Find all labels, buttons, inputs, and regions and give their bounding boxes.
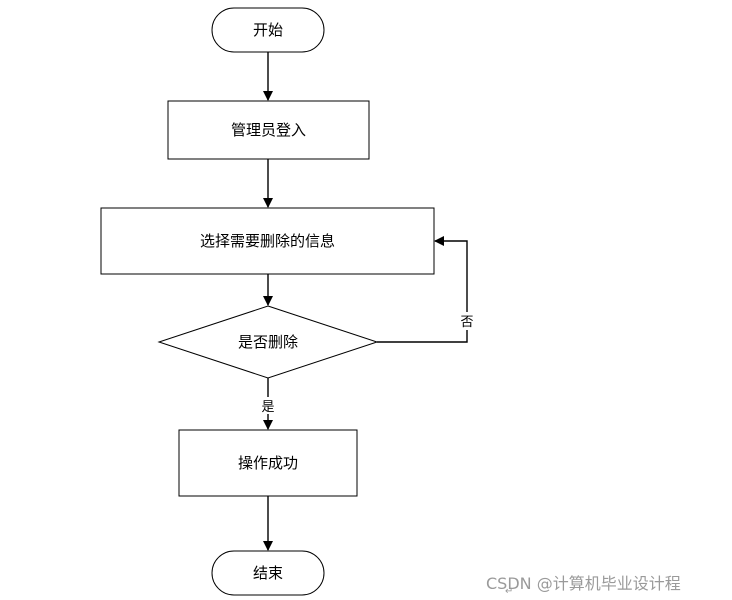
select-info-node: 选择需要删除的信息: [100, 207, 435, 275]
return-mark: ↵: [505, 586, 514, 597]
admin-login-label: 管理员登入: [231, 121, 306, 139]
admin-login-shape: [167, 100, 370, 160]
success-shape: [178, 429, 358, 497]
admin-login-node: 管理员登入: [167, 100, 370, 160]
start-label: 开始: [253, 21, 283, 39]
success-node: 操作成功: [178, 429, 358, 497]
edge-decision-no-loop: [377, 236, 468, 343]
select-info-label: 选择需要删除的信息: [200, 232, 335, 250]
decision-delete-label: 是否删除: [238, 333, 298, 351]
edge-label-no: 否: [460, 315, 473, 330]
no-label-bg: [460, 312, 474, 330]
csdn-watermark: CSDN @计算机毕业设计程: [486, 574, 681, 593]
end-shape: [211, 550, 325, 596]
start-node: 开始: [211, 7, 325, 53]
edge-label-yes: 是: [261, 400, 274, 415]
success-label: 操作成功: [238, 454, 298, 472]
decision-delete-node: 是否删除: [157, 305, 379, 379]
yes-label-bg: [260, 397, 276, 414]
end-label: 结束: [253, 564, 283, 582]
end-node: 结束: [211, 550, 325, 596]
